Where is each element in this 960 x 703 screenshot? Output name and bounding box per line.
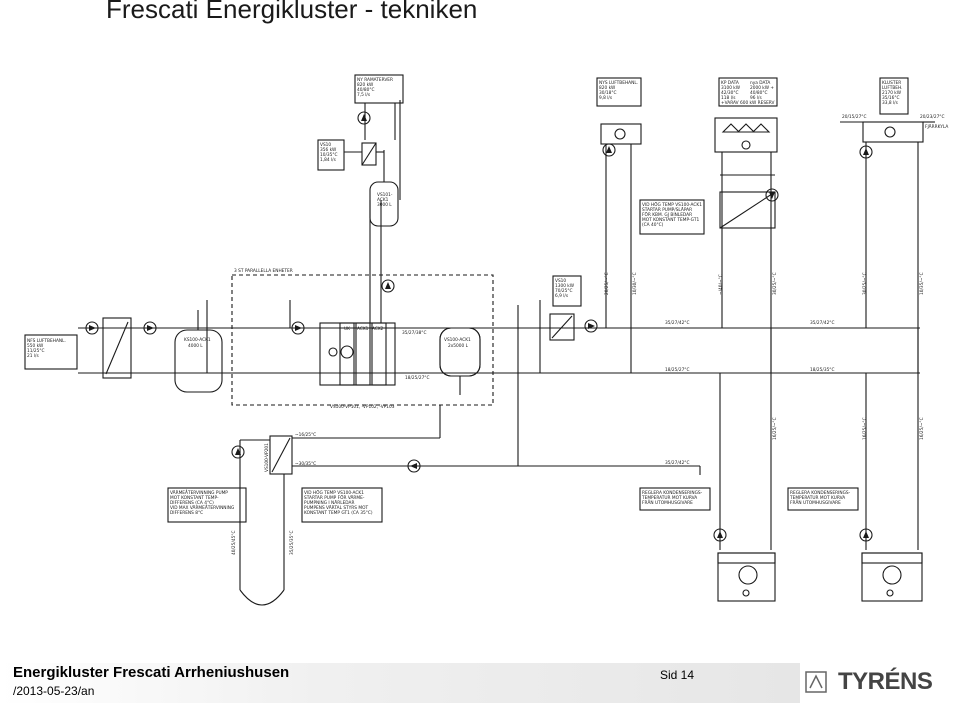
footer-band	[0, 663, 800, 703]
temp-18-25-mid: 18/25/27°C	[665, 367, 689, 373]
vlabel-40-25: ~/40/~°C	[718, 274, 724, 295]
uk-label: UK	[344, 326, 350, 332]
vlabel-10-35: 10/35/~°C	[919, 272, 925, 295]
tyrens-logo-icon	[805, 671, 827, 693]
nf-lufteranl-top-label: NYS LUFTBEHANL. 820 kW 30/18°C 9,8 l/s	[599, 80, 639, 101]
temp-35-27-right: 35/27/42°C	[810, 320, 834, 326]
temp-16-25-left: ~16/25°C	[295, 432, 316, 438]
temp-20-15: 20/15/27°C	[842, 114, 866, 120]
vlabel-30-25-b: 30/25/~°C	[862, 272, 868, 295]
footer-date: /2013-05-23/an	[13, 684, 95, 698]
vs10-small-label: VS10 356 kW 10/35°C 1,84 l/s	[320, 142, 339, 163]
page-number: Sid 14	[660, 668, 695, 682]
fjarrkyla-label: FJÄRRKYLA	[925, 123, 948, 130]
vlabel-10-30: 10/30/~°C	[632, 272, 638, 295]
nfs-lufteranl-left-label: NFS LUFTBEHANL. 550 kW 11/25°C 21 l/s	[27, 338, 67, 359]
page-title: Frescati Energikluster - tekniken	[106, 0, 478, 24]
footer-title: Energikluster Frescati Arrheniushusen	[13, 664, 290, 681]
varmeatervinning-note: VÄRMEÅTERVINNING PUMP MOT KONSTANT TEMP-…	[170, 489, 236, 516]
system-schematic: NY RAMATERVER 820 kW 40/80°C 7,5 l/s VS1…	[24, 74, 948, 606]
tyrens-logo-text: TYRÉNS	[838, 668, 933, 695]
reglera-note-2: REGLERA KONDENSERINGS- TEMPERATUR MOT KU…	[789, 490, 852, 506]
heat-exchanger-left	[102, 317, 132, 379]
kp-data-right-label: nya DATA 2000 kW + 40/80°C 96 l/s	[750, 80, 775, 101]
temp-35-27-low: 35/27/42°C	[665, 460, 689, 466]
temp-20-23: 20/23/27°C	[920, 114, 944, 120]
vlabel-16-25-l: 16/25/~°C	[772, 417, 778, 440]
temp-30-35-left: ~30/35°C	[295, 461, 316, 467]
vlabel-16-25-r: 16/25/~°C	[919, 417, 925, 440]
reglera-note-1: REGLERA KONDENSERINGS- TEMPERATUR MOT KU…	[641, 490, 704, 506]
temp-35-27-top: 35/27/38°C	[402, 330, 426, 336]
vlabel-left-a: 40/25/45°C	[231, 531, 237, 555]
vlabel-20-25: 20/25/~°C	[604, 272, 610, 295]
temp-18-25-left: 18/25/27°C	[405, 375, 429, 381]
vs10-mid-label: VS10 1300 kW 70/25°C 6,9 l/s	[555, 278, 575, 299]
kluster-label: KLUSTER LUFTBEH. 2170 kW 35/16°C 33,8 l/…	[882, 80, 904, 106]
vs100-units-label: VS100-VP101, -VP102, -VP103	[330, 404, 395, 410]
temp-35-27-main: 35/27/42°C	[665, 320, 689, 326]
ny-ramaterver-label: NY RAMATERVER 820 kW 40/80°C 7,5 l/s	[357, 77, 394, 98]
temp-18-25-right: 18/25/35°C	[810, 367, 834, 373]
vs100-ack-label: VS100-ACK1 2x5000 L	[444, 337, 472, 349]
vid-hog-temp-top-note: VID HÖG TEMP VS100-ACK1 STARTAR PUMP/SLÄ…	[642, 201, 703, 228]
vlabel-mid-a: VS100-VP201	[264, 443, 270, 472]
vs101-ack-label: VS101- ACK1 3000 L	[377, 192, 394, 208]
kp-data-label: KP DATA 3100 kW 42/30°C 118 l/s +VARAV 6…	[721, 80, 775, 106]
vlabel-16-25-m: 16/25/~°C	[862, 417, 868, 440]
vlabel-30-25: 30/25/~°C	[772, 272, 778, 295]
parallel-units-label: 3 ST PARALLELLA ENHETER	[234, 268, 293, 274]
vlabel-left-b: 35/25/35°C	[289, 531, 295, 555]
vid-hog-temp-bottom-note: VID HÖG TEMP VS100-ACK1 STARTAR PUMP FÖR…	[304, 489, 373, 516]
ks100-ack-label: KS100-ACK1 4000 L	[184, 337, 212, 349]
ack2-label: ACK2	[372, 326, 384, 332]
ack1-label: ACK1	[357, 326, 369, 332]
